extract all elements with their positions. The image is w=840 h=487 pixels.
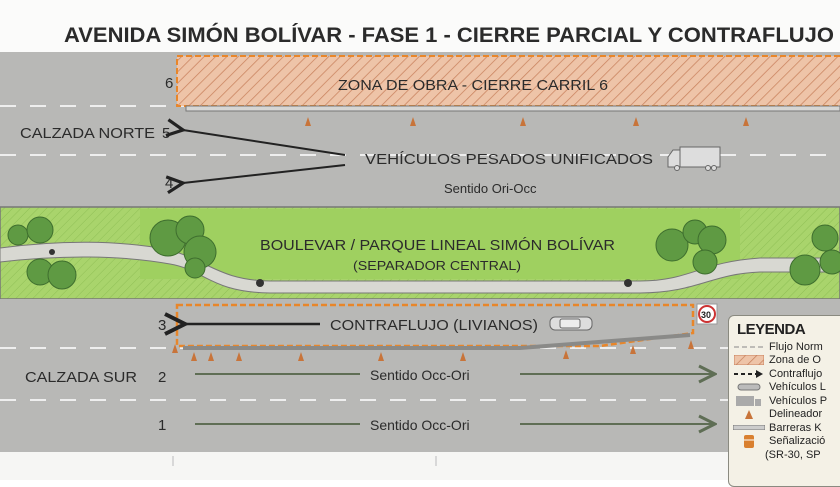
lane-3: 3	[158, 317, 166, 334]
cones-south	[172, 340, 694, 361]
arrow-lane-5	[183, 130, 346, 156]
cones-north	[305, 117, 749, 126]
legend-item: Delineador	[729, 408, 840, 422]
dashed-arrow-icon	[729, 369, 769, 378]
south-direction-2: Sentido Occ-Ori	[370, 367, 470, 383]
north-direction: Sentido Ori-Occ	[444, 181, 537, 196]
diagram-title: AVENIDA SIMÓN BOLÍVAR - FASE 1 - CIERRE …	[64, 23, 834, 47]
calzada-norte-label: CALZADA NORTE	[20, 125, 155, 142]
lane-5: 5	[162, 125, 170, 142]
median-subtitle: (SEPARADOR CENTRAL)	[353, 258, 521, 273]
truck-icon	[667, 146, 721, 171]
speed-sign: 30	[696, 303, 718, 325]
legend-item: Vehículos L	[729, 381, 840, 395]
calzada-sur-label: CALZADA SUR	[25, 369, 137, 386]
legend: LEYENDA Flujo Norm Zona de O Contraflujo…	[728, 315, 840, 487]
trees	[7, 215, 840, 290]
legend-item: Señalizació	[729, 434, 840, 449]
legend-item: Vehículos P	[729, 394, 840, 408]
truck-icon	[729, 395, 769, 406]
work-zone-label: ZONA DE OBRA - CIERRE CARRIL 6	[338, 77, 608, 94]
car-icon	[549, 316, 593, 331]
barrier-north	[185, 105, 840, 112]
drum-icon	[729, 434, 769, 448]
bicycle-icon	[49, 249, 632, 287]
dashed-line-icon	[729, 345, 769, 349]
lane-2: 2	[158, 369, 166, 386]
median-title: BOULEVAR / PARQUE LINEAL SIMÓN BOLÍVAR	[260, 237, 615, 254]
legend-item: Barreras K	[729, 421, 840, 435]
lane-6: 6	[165, 75, 173, 92]
legend-item: Flujo Norm	[729, 340, 840, 354]
lane-4: 4	[165, 175, 173, 192]
lane-1: 1	[158, 417, 166, 434]
heavy-vehicles-label: VEHÍCULOS PESADOS UNIFICADOS	[365, 151, 653, 168]
hatch-icon	[729, 355, 769, 366]
legend-item: Zona de O	[729, 354, 840, 368]
cone-icon	[729, 409, 769, 419]
arrow-lane-4	[183, 164, 346, 183]
barrier-icon	[729, 425, 769, 431]
legend-item: Contraflujo	[729, 367, 840, 381]
legend-item-extra: (SR-30, SP	[765, 448, 821, 461]
south-direction-1: Sentido Occ-Ori	[370, 417, 470, 433]
legend-title: LEYENDA	[737, 321, 806, 338]
car-icon	[729, 383, 769, 391]
svg-text:30: 30	[701, 310, 711, 320]
barrier-south	[183, 333, 691, 350]
contraflow-label: CONTRAFLUJO (LIVIANOS)	[330, 317, 538, 334]
